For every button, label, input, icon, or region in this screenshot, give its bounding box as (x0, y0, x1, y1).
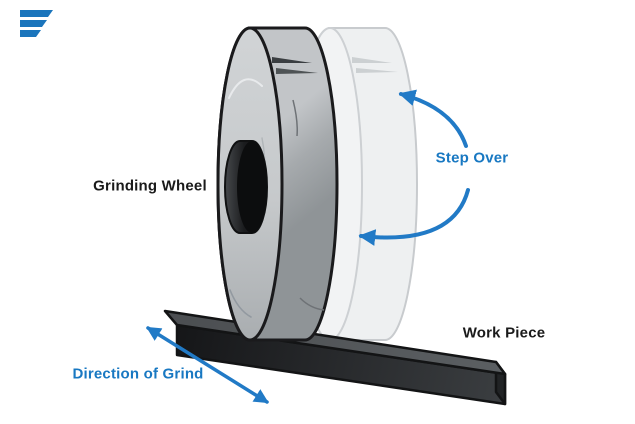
grinding-wheel-shape (216, 26, 339, 342)
annotation-arrows (146, 89, 470, 404)
brand-logo-icon (20, 10, 53, 37)
step-over-upper-arrow (398, 89, 468, 148)
direction-of-grind-arrow (146, 326, 269, 404)
step-over-lower-arrow (358, 188, 470, 246)
direction-of-grind-label: Direction of Grind (72, 365, 204, 383)
work-piece-label: Work Piece (462, 324, 546, 342)
grinding-wheel-label: Grinding Wheel (93, 177, 207, 195)
step-over-label: Step Over (435, 149, 509, 167)
